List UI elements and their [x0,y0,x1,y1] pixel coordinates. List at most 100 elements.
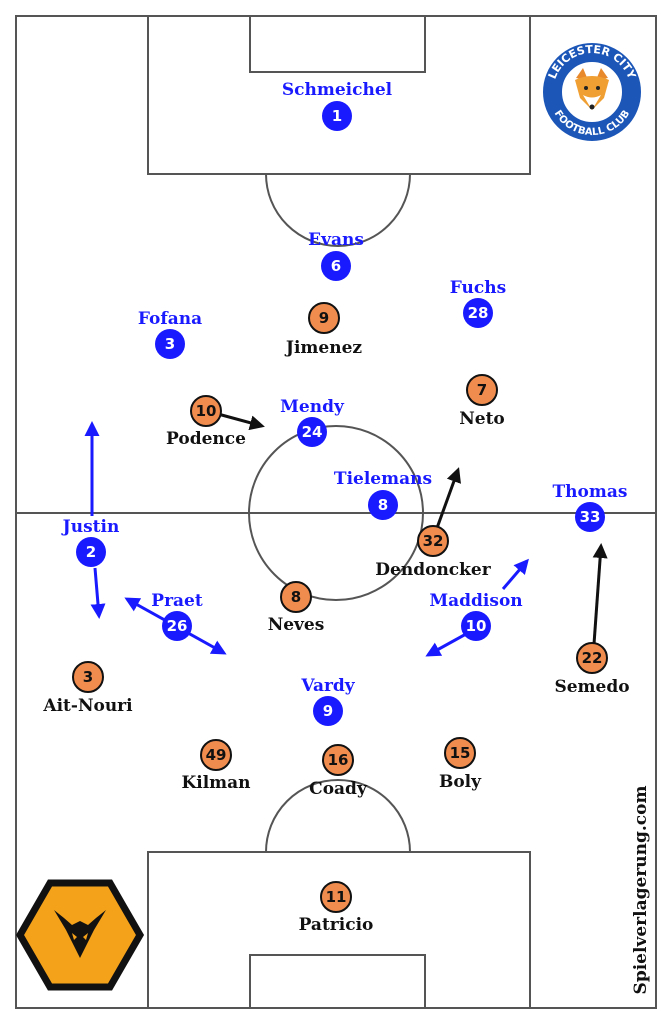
player-marker [461,611,491,641]
player-marker [280,581,312,613]
player-kilman: 49 Kilman [181,739,251,793]
player-number: 33 [580,508,601,526]
player-marker [155,329,185,359]
player-justin: Justin 2 [61,517,120,567]
player-marker [200,739,232,771]
player-number: 7 [477,381,487,399]
player-coady: 16 Coady [309,744,368,799]
player-thomas: Thomas 33 [553,482,628,532]
player-neto: 7 Neto [459,374,505,429]
player-number: 10 [466,617,487,635]
player-name: Mendy [280,397,345,417]
player-marker [162,611,192,641]
leicester-badge-icon: LEICESTER CITY FOOTBALL CLUB [541,41,643,143]
podence-arrow [217,412,265,431]
player-number: 9 [319,309,329,327]
player-number: 11 [326,888,347,906]
player-semedo: 22 Semedo [554,642,630,697]
player-number: 26 [167,617,188,635]
bottom-penalty-arc [265,779,411,853]
player-maddison: Maddison 10 [429,591,523,641]
player-number: 3 [83,668,93,686]
player-marker [368,490,398,520]
player-fofana: Fofana 3 [138,309,202,359]
leicester-players: Schmeichel 1 Evans 6 Fuchs 28 Fofana 3 M… [61,80,628,726]
player-marker [72,661,104,693]
player-number: 9 [323,702,333,720]
player-fuchs: Fuchs 28 [450,278,506,328]
player-tielemans: Tielemans 8 [334,469,432,520]
center-circle [248,425,424,601]
player-number: 1 [332,107,342,125]
wolves-badge-icon [15,879,145,991]
player-podence: 10 Podence [166,395,246,449]
player-jimenez: 9 Jimenez [284,302,362,358]
player-marker [576,642,608,674]
player-name: Jimenez [284,338,362,358]
maddison-down-arrow [425,632,467,657]
player-dendoncker: 32 Dendoncker [375,525,492,580]
maddison-up-arrow [501,558,529,590]
player-name: Kilman [181,773,250,793]
player-boly: 15 Boly [439,737,482,792]
player-schmeichel: Schmeichel 1 [282,80,393,131]
player-name: Ait-Nouri [42,696,133,716]
player-mendy: Mendy 24 [280,397,345,447]
player-number: 6 [331,257,341,275]
player-number: 10 [196,402,217,420]
player-patricio: 11 Patricio [299,881,373,935]
semedo-arrow [592,543,608,645]
player-marker [417,525,449,557]
player-number: 8 [291,588,301,606]
player-marker [308,302,340,334]
player-evans: Evans 6 [308,230,364,281]
player-marker [466,374,498,406]
player-name: Boly [439,772,482,792]
dendoncker-arrow [435,467,461,529]
player-name: Neves [268,615,325,635]
player-number: 16 [328,751,349,769]
player-number: 2 [86,543,96,561]
player-marker [321,251,351,281]
wolf-head-icon [54,910,106,958]
player-number: 15 [450,744,471,762]
player-name: Tielemans [334,469,432,489]
player-neves: 8 Neves [268,581,325,635]
player-name: Semedo [554,677,629,697]
justin-drop-arrow [90,567,106,619]
movement-arrows [84,412,608,657]
player-marker [444,737,476,769]
player-vardy: Vardy 9 [300,676,356,726]
player-name: Thomas [553,482,628,502]
player-name: Schmeichel [282,80,393,100]
player-name: Fofana [138,309,202,329]
credit-watermark: Spielverlagerung.com [631,786,651,995]
player-name: Neto [459,409,505,429]
player-praet: Praet 26 [151,591,203,641]
player-marker [322,101,352,131]
pitch-markings [15,15,657,1009]
player-marker [313,696,343,726]
player-name: Dendoncker [375,560,491,580]
player-name: Vardy [300,676,355,696]
player-number: 22 [582,649,603,667]
player-name: Podence [166,429,246,449]
wolves-players: 9 Jimenez 10 Podence 7 Neto 32 Dendoncke… [42,302,630,935]
player-name: Maddison [429,591,522,611]
player-name: Evans [308,230,364,250]
player-marker [322,744,354,776]
player-number: 24 [302,423,323,441]
player-marker [320,881,352,913]
player-name: Justin [61,517,120,537]
player-name: Fuchs [450,278,506,298]
player-marker [297,417,327,447]
player-marker [463,298,493,328]
top-goal-area [249,15,426,73]
player-number: 32 [423,532,444,550]
player-marker [190,395,222,427]
fox-head-icon [575,68,609,110]
player-marker [575,502,605,532]
player-number: 3 [165,335,175,353]
player-number: 49 [206,746,227,764]
